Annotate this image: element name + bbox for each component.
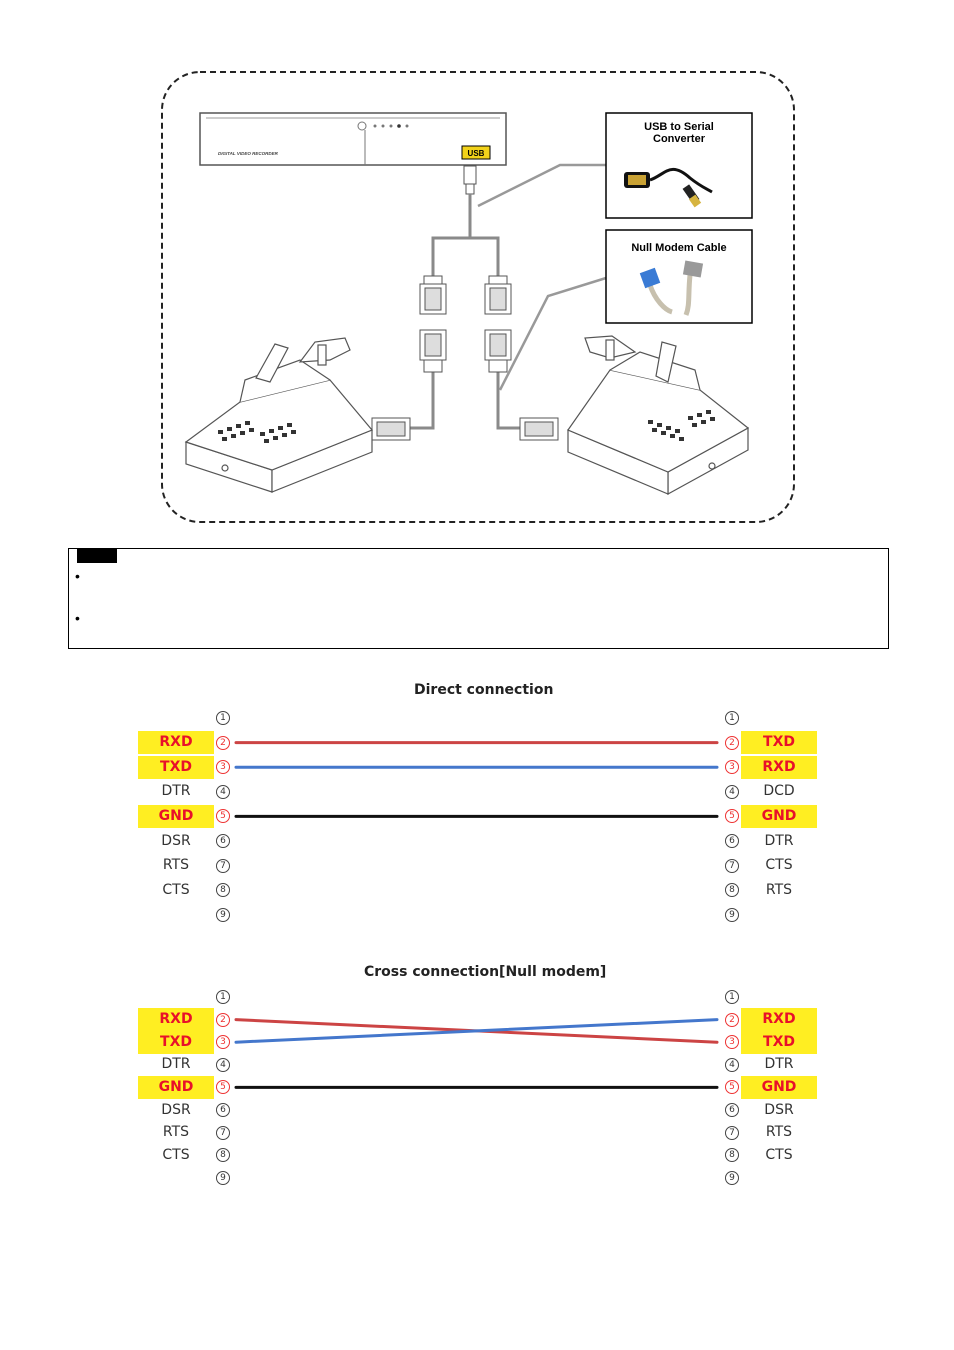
right-pin-number: 4	[725, 1057, 739, 1072]
cash-register-left-icon	[184, 337, 373, 493]
right-pin-label: TXD	[741, 1030, 817, 1054]
right-pin-label: RTS	[765, 881, 793, 898]
left-pin-label: DSR	[161, 832, 191, 849]
left-pin-number: 1	[216, 990, 230, 1004]
right-pin-label: DSR	[764, 1101, 794, 1118]
right-pin-number: 9	[725, 1170, 739, 1185]
right-pin-label: TXD	[741, 731, 817, 755]
left-pin-label: RXD	[138, 1008, 214, 1032]
wiring-title: Cross connection[Null modem]	[364, 964, 607, 980]
left-pin-number: 4	[216, 1057, 230, 1072]
left-pin-number: 5	[216, 809, 230, 824]
right-pin-number: 1	[725, 990, 739, 1004]
null-modem-callout-title: Null Modem Cable	[631, 242, 727, 254]
left-pin-label: TXD	[138, 755, 214, 779]
right-pin-number: 3	[725, 1035, 739, 1050]
right-pin-label: RXD	[741, 755, 817, 779]
right-pin-number: 5	[725, 809, 739, 824]
left-pin-number: 9	[216, 1170, 230, 1185]
right-pin-label: CTS	[765, 857, 793, 874]
dvr-device-icon: DIGITAL VIDEO RECORDER	[199, 112, 507, 166]
right-pin-number: 2	[725, 1012, 739, 1027]
usb-tag-box	[461, 145, 491, 160]
left-pin-label: RTS	[162, 1124, 190, 1141]
null-modem-callout	[605, 229, 753, 324]
right-pin-label: CTS	[765, 1146, 793, 1163]
usb-tag: USB	[468, 149, 485, 158]
left-pin-number: 9	[216, 907, 230, 922]
null-modem-cable-icon	[639, 260, 704, 316]
right-pin-number: 5	[725, 1080, 739, 1095]
left-pin-label: DSR	[161, 1101, 191, 1118]
right-pin-label: DTR	[764, 832, 794, 849]
right-pin-label: DTR	[764, 1056, 794, 1073]
right-pin-number: 9	[725, 907, 739, 922]
left-pin-label: RTS	[162, 857, 190, 874]
left-pin-number: 7	[216, 858, 230, 873]
right-pin-label: GND	[741, 804, 817, 828]
left-pin-label: DTR	[161, 1056, 191, 1073]
left-pin-number: 3	[216, 760, 230, 775]
left-pin-label: CTS	[162, 1146, 190, 1163]
serial-connector-icon	[419, 329, 512, 373]
note-bullet-1: •	[75, 568, 80, 584]
left-pin-label: DTR	[161, 783, 191, 800]
usb-serial-converter-icon	[624, 167, 713, 208]
left-pin-label: CTS	[162, 881, 190, 898]
left-pin-number: 6	[216, 1103, 230, 1117]
left-pin-label: RXD	[138, 731, 214, 755]
note-box: • •	[68, 548, 889, 649]
left-pin-label: TXD	[138, 1030, 214, 1054]
right-pin-number: 6	[725, 1103, 739, 1117]
left-pin-number: 4	[216, 784, 230, 799]
right-pin-number: 3	[725, 760, 739, 775]
wire-line	[234, 1018, 719, 1044]
left-pin-number: 3	[216, 1035, 230, 1050]
left-pin-number: 2	[216, 735, 230, 750]
right-pin-number: 1	[725, 711, 739, 725]
usb-serial-callout	[605, 112, 753, 219]
left-pin-number: 2	[216, 1012, 230, 1027]
pos-connection-illustration: DIGITAL VIDEO RECORDER USB	[161, 71, 795, 523]
right-pin-label: RXD	[741, 1008, 817, 1032]
note-tag	[77, 549, 117, 563]
wiring-title: Direct connection	[414, 682, 554, 698]
wire-line	[234, 1018, 719, 1044]
usb-plug-icon	[463, 165, 477, 205]
left-pin-label: GND	[138, 1075, 214, 1099]
right-pin-label: GND	[741, 1075, 817, 1099]
left-pin-label: GND	[138, 804, 214, 828]
usb-serial-callout-title: USB to Serial Converter	[644, 121, 714, 145]
left-pin-number: 5	[216, 1080, 230, 1095]
right-pin-number: 7	[725, 858, 739, 873]
right-pin-label: RTS	[765, 1124, 793, 1141]
left-pin-number: 6	[216, 834, 230, 848]
right-pin-number: 7	[725, 1125, 739, 1140]
dvr-label: DIGITAL VIDEO RECORDER	[218, 151, 279, 156]
right-pin-number: 4	[725, 784, 739, 799]
right-pin-number: 6	[725, 834, 739, 848]
right-pin-number: 8	[725, 883, 739, 898]
right-pin-number: 2	[725, 735, 739, 750]
cash-register-right-icon	[567, 335, 750, 496]
left-pin-number: 8	[216, 1148, 230, 1163]
right-pin-label: DCD	[763, 783, 795, 800]
left-pin-number: 1	[216, 711, 230, 725]
dashed-frame	[161, 71, 795, 523]
note-bullet-2: •	[75, 610, 80, 626]
left-pin-number: 8	[216, 883, 230, 898]
right-pin-number: 8	[725, 1148, 739, 1163]
left-pin-number: 7	[216, 1125, 230, 1140]
serial-connector-icon	[419, 275, 512, 315]
